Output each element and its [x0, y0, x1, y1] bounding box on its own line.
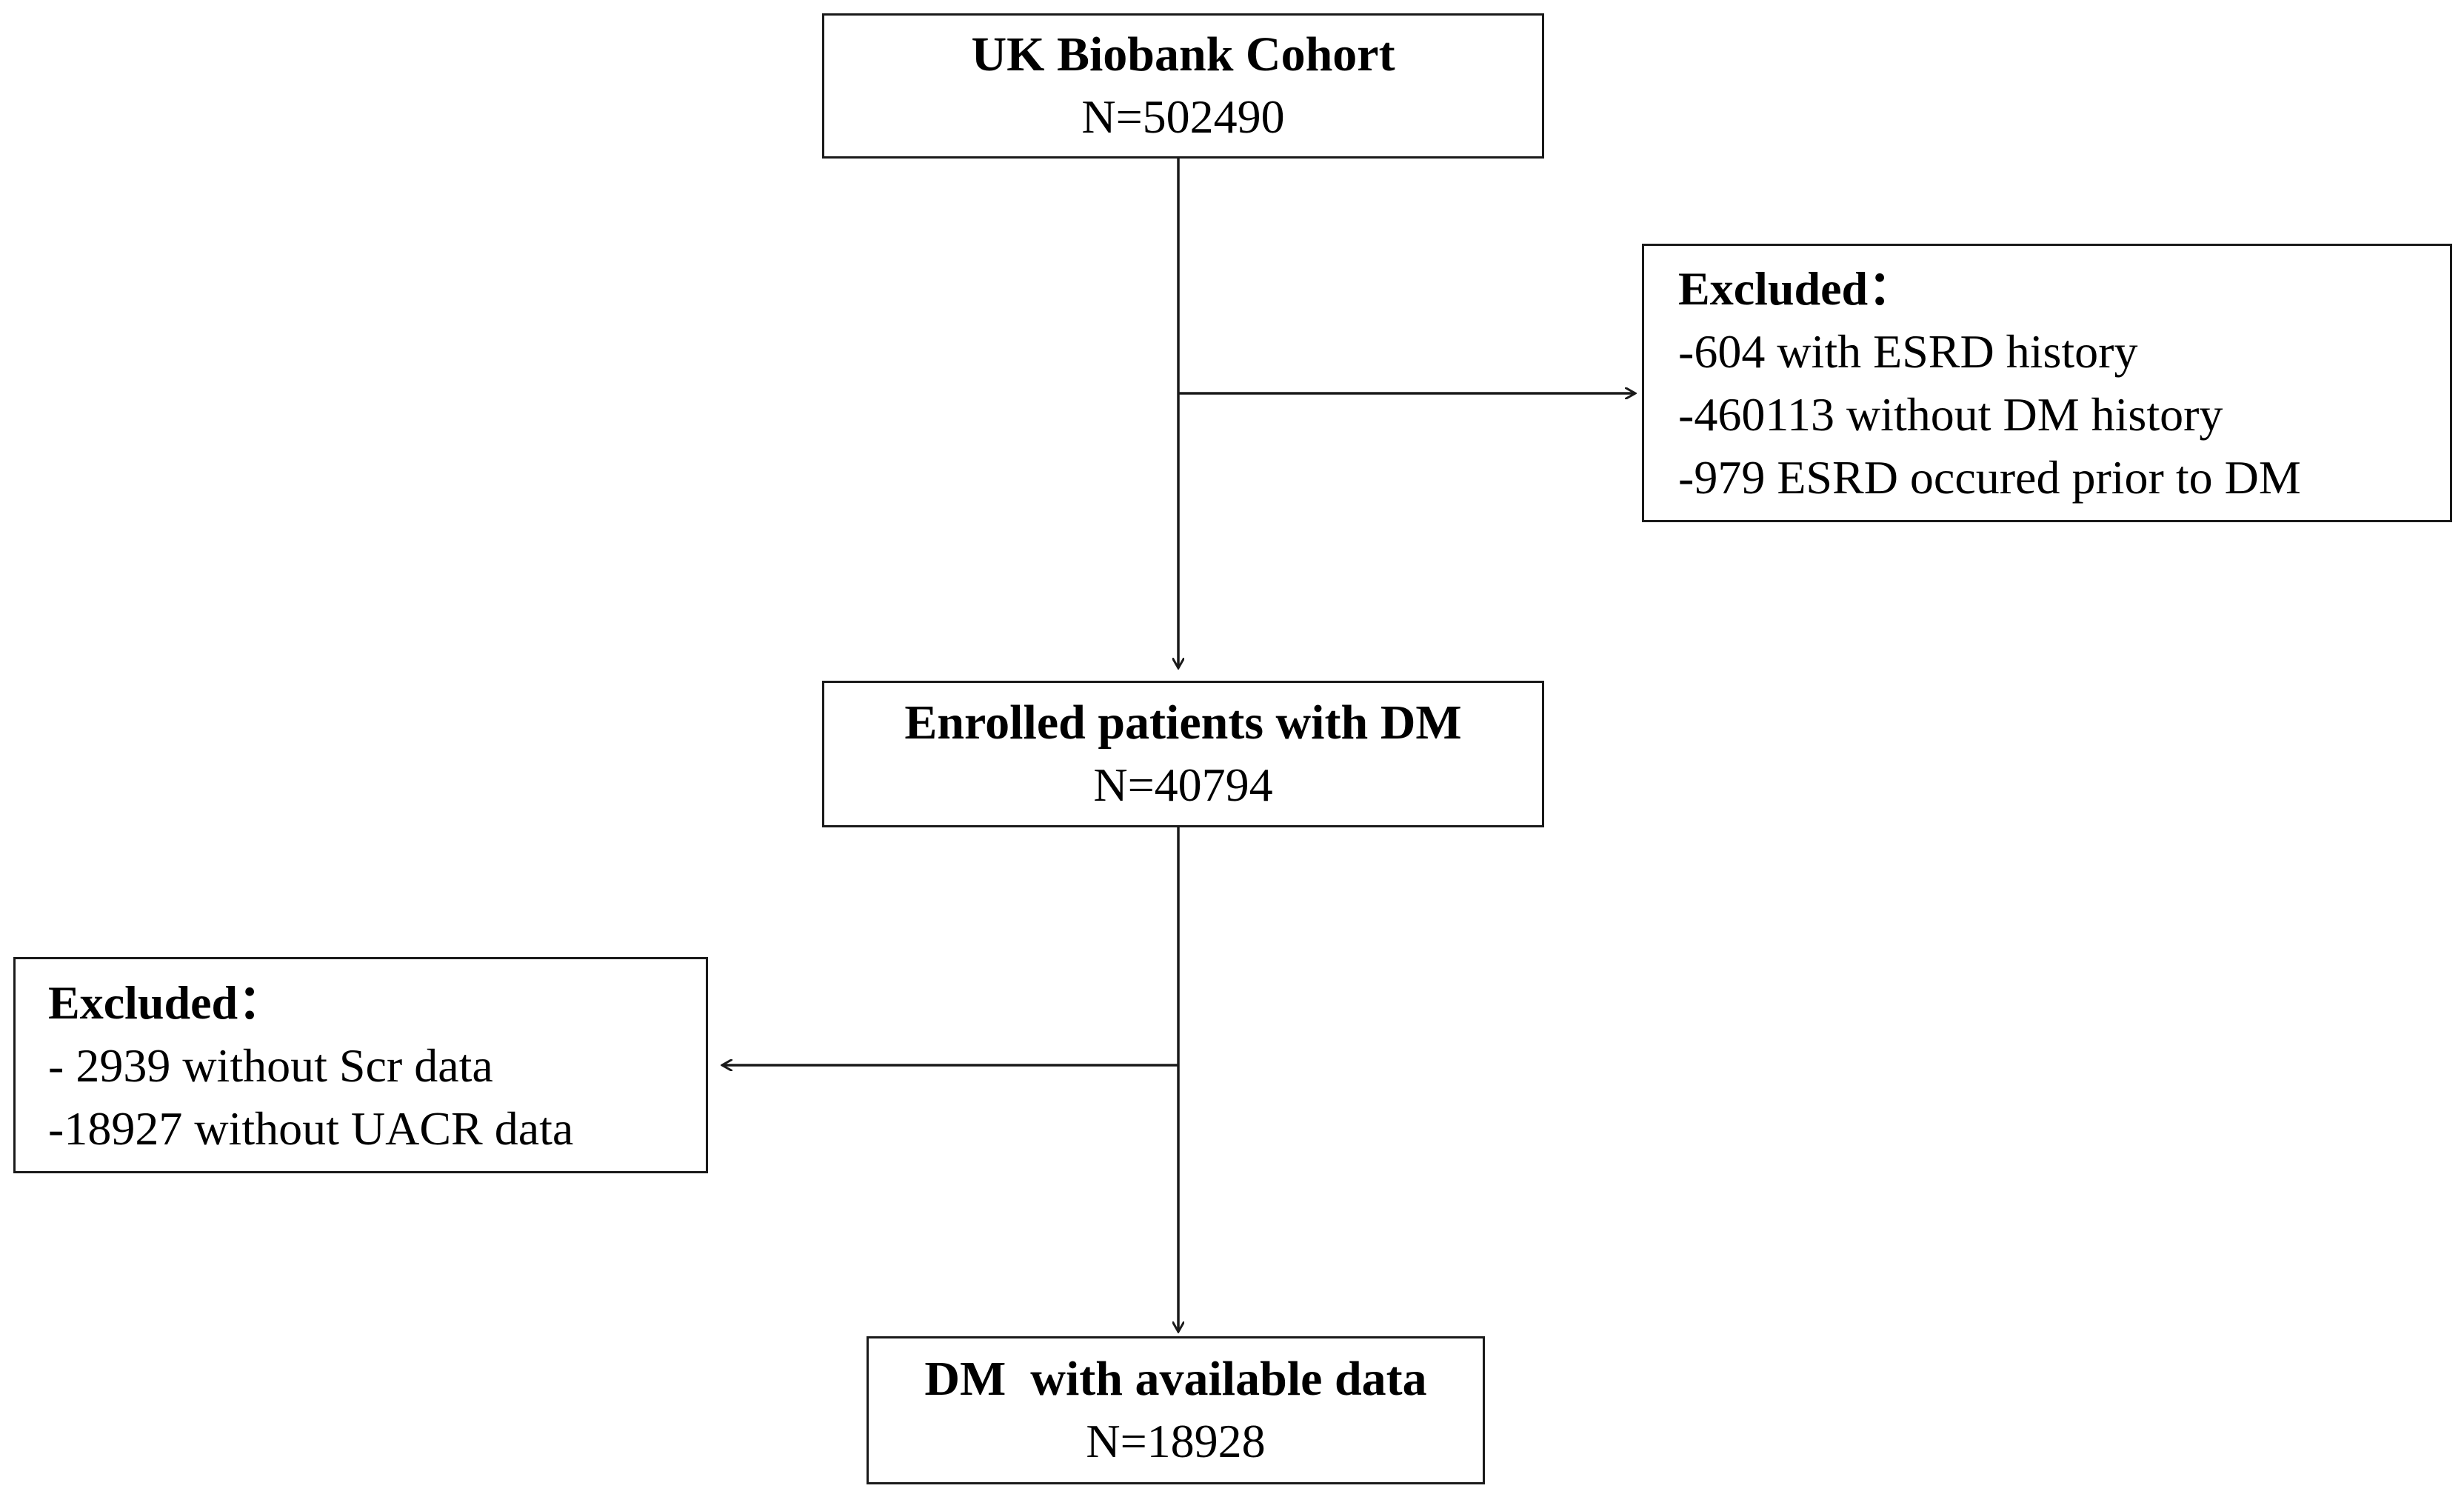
first-exclusion-title: Excluded： [1678, 262, 1916, 315]
first-exclusion-item: -604 with ESRD history [1678, 325, 2138, 378]
enrolled-count: N=40794 [1093, 758, 1273, 811]
first-exclusion-item: -979 ESRD occured prior to DM [1678, 451, 2301, 504]
final-count: N=18928 [1086, 1415, 1266, 1467]
second-exclusion-title: Excluded： [48, 976, 286, 1029]
second-exclusion-item: -18927 without UACR data [48, 1101, 574, 1155]
cohort-title: UK Biobank Cohort [971, 27, 1395, 81]
second-exclusion-item: - 2939 without Scr data [48, 1038, 493, 1092]
final-box: DM with available data N=18928 [867, 1336, 1485, 1484]
enrolled-box: Enrolled patients with DM N=40794 [822, 681, 1544, 827]
final-title: DM with available data [924, 1352, 1427, 1406]
second-exclusion-box: Excluded： - 2939 without Scr data -18927… [13, 957, 708, 1173]
first-exclusion-box: Excluded： -604 with ESRD history -460113… [1642, 244, 2452, 522]
enrolled-title: Enrolled patients with DM [904, 696, 1462, 750]
cohort-box: UK Biobank Cohort N=502490 [822, 13, 1544, 159]
first-exclusion-item: -460113 without DM history [1678, 388, 2223, 441]
cohort-count: N=502490 [1081, 90, 1285, 143]
